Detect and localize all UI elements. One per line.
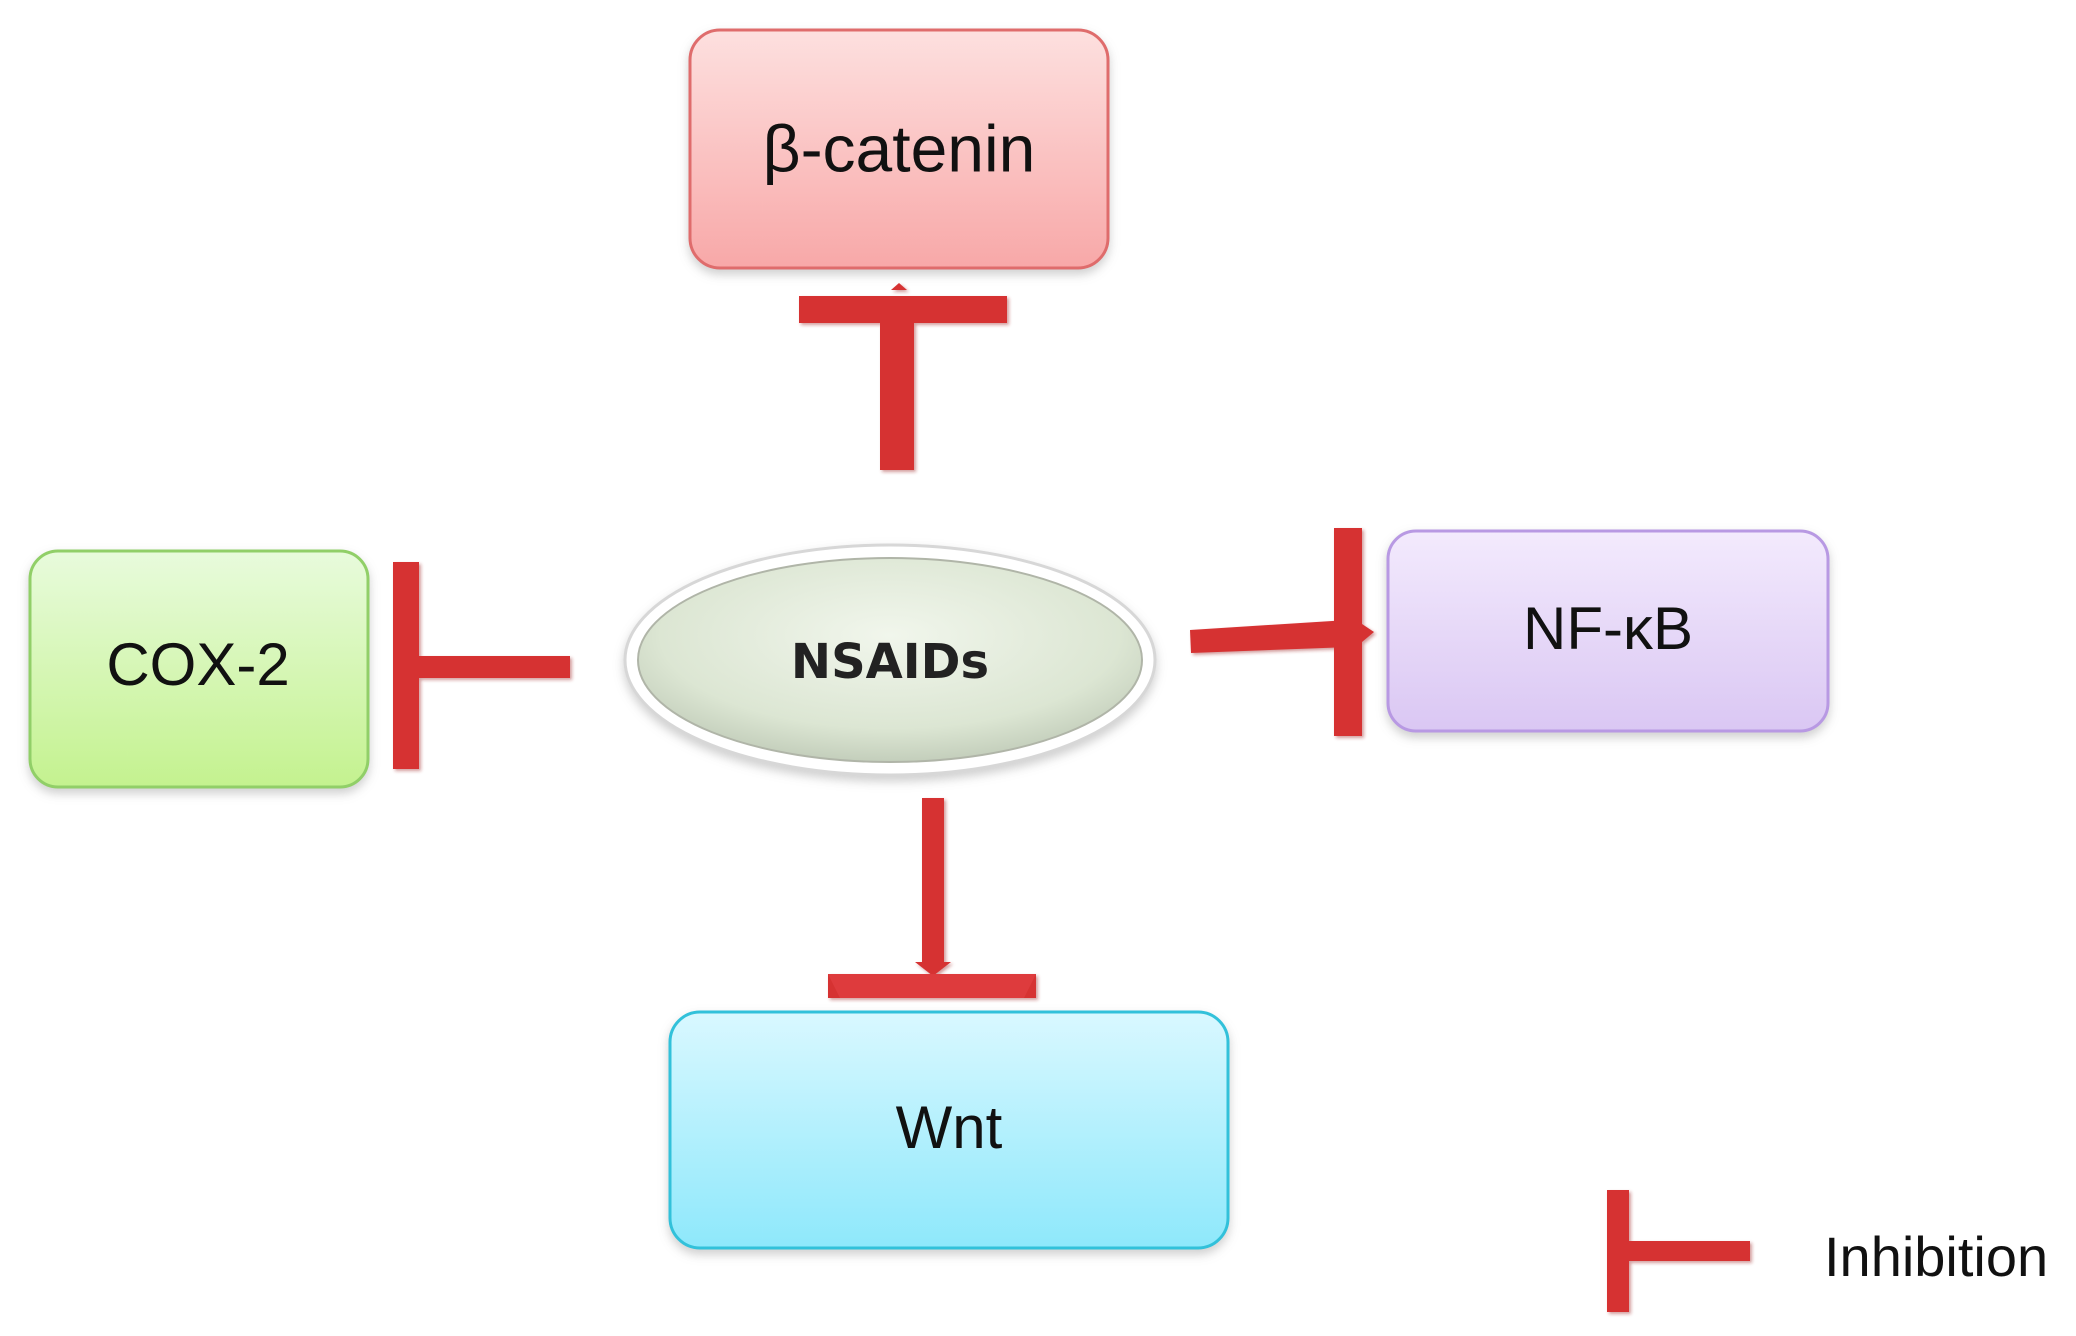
wnt-inhibition-line <box>828 798 1036 998</box>
nsaids-node: NSAIDs <box>623 543 1157 777</box>
nf-kb-label: NF-κB <box>1523 595 1693 662</box>
cox-2-inhibition-line <box>393 562 570 769</box>
nf-kb-inhibition-line <box>1190 528 1374 736</box>
cox-2-node: COX-2 <box>28 549 370 789</box>
legend-label: Inhibition <box>1824 1225 2048 1288</box>
beta-catenin-label: β-catenin <box>763 111 1036 185</box>
beta-catenin-node: β-catenin <box>688 28 1110 270</box>
wnt-node: Wnt <box>668 1010 1230 1250</box>
beta-catenin-inhibition-line <box>799 283 1007 470</box>
nsaids-label: NSAIDs <box>791 634 989 690</box>
inhibition-legend: Inhibition <box>1607 1190 2048 1312</box>
wnt-label: Wnt <box>896 1094 1003 1161</box>
cox-2-label: COX-2 <box>106 631 289 698</box>
inhibition-icon <box>1607 1190 1750 1312</box>
nf-kb-node: NF-κB <box>1386 529 1830 733</box>
